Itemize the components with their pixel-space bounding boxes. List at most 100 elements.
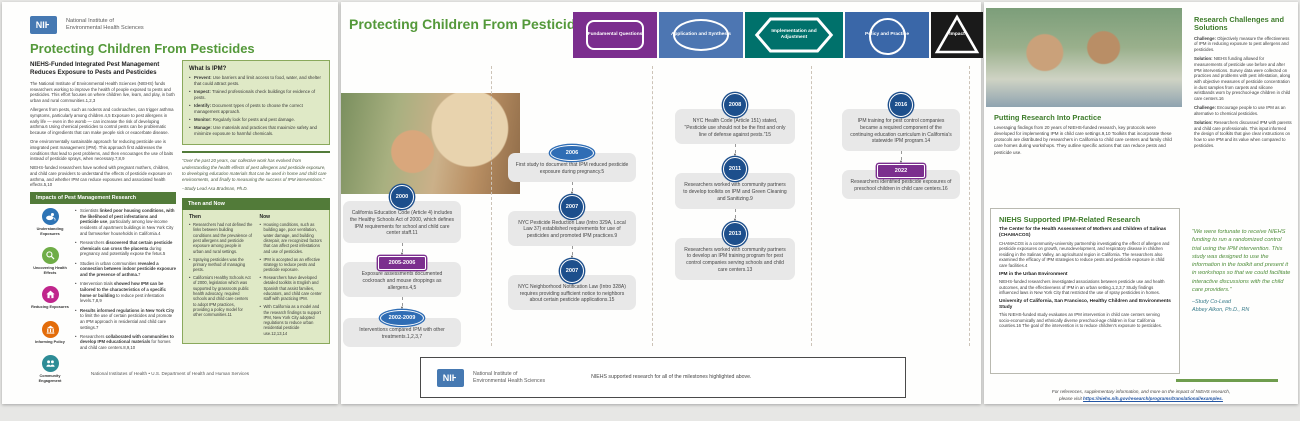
section-text: Leveraging findings from 20 years of NIE… [994,125,1172,155]
year-badge: 2002-2009 [380,310,424,327]
banner-segment-application-synthesis: Application and Synthesis [659,12,743,58]
intro-paragraph: The National Institute of Environmental … [30,81,175,104]
page-title: Protecting Children From Pesticides [30,41,255,56]
triangle-shape [934,14,980,54]
page-footer: National Institutes of Health • U.S. Dep… [90,371,250,376]
people-icon [41,355,59,373]
impact-bullet: Studies in urban communities revealed a … [75,261,176,278]
year-badge: 2005-2006 [378,256,426,270]
timeline-divider [652,66,653,346]
study-heading: IPM in the Urban Environment [999,271,1068,277]
year-badge: 2016 [889,93,913,117]
impact-bullets: Scientists linked poor housing condition… [70,208,176,394]
connector-arrow [343,243,461,256]
ipm-item: Prevent: Use barriers and limit access t… [189,75,323,86]
impact-icons-column: Understanding Exposures Uncovering Healt… [30,208,70,394]
connector-arrow [675,209,795,222]
left-column: NIEHS-Funded Integrated Pest Management … [30,61,176,394]
impact-bullet: Scientists linked poor housing condition… [75,208,176,236]
now-item: IPM is accepted as an effective strategy… [260,257,324,273]
now-item: With California as a model and the resea… [260,304,324,336]
ipm-item: Identify: Document types of pests to cho… [189,103,323,114]
study-co-lead-quote: “We were fortunate to receive NIEHS fund… [1192,228,1292,314]
study-heading: University of California, San Francisco,… [999,298,1171,310]
section-title: NIEHS Supported IPM-Related Research [999,215,1141,224]
then-item: Spraying pesticides was the primary meth… [189,257,253,273]
connector-arrow [508,246,636,259]
org-name: National Institute of Environmental Heal… [66,17,144,31]
impacts-section: Understanding Exposures Uncovering Healt… [30,208,176,394]
middle-page: Protecting Children From Pesticides Fund… [341,2,983,404]
milestone-card: NYC Health Code (Article 151) stated, “P… [675,109,795,145]
timeline-column-4: 2016 IPM training for pest control compa… [842,93,960,199]
niehs-logo: NIH National Institute of Environmental … [30,16,144,34]
ipm-related-research-box: NIEHS Supported IPM-Related Research The… [990,208,1180,374]
references-footer: For references, supplementary informatio… [1051,389,1231,402]
now-column: Now Housing conditions, such as building… [260,214,324,339]
banner-segment-impact: Impact [931,12,983,58]
impact-bullet: Intervention trials showed how IPM can b… [75,281,176,304]
hexagon-shape [754,17,834,53]
research-phase-banner: Fundamental Questions Application and Sy… [573,12,983,58]
ipm-item: Monitor: Regularly look for pests and pe… [189,117,323,123]
intro-paragraph: NIEHS-funded researchers have worked wit… [30,165,172,188]
ipm-item: Manage: Use materials and practices that… [189,125,323,136]
connector-arrow [508,182,636,195]
milestone-card: California Education Code (Article 4) in… [343,201,461,243]
timeline-divider [491,66,492,346]
section-title: Research Challenges and Solutions [1194,15,1284,33]
banner-segment-implementation-adjustment: Implementation and Adjustment [745,12,843,58]
year-badge: 2013 [723,221,747,246]
then-column: Then Researchers had not defined the lin… [189,214,253,339]
then-and-now-box: Then Researchers had not defined the lin… [182,210,330,344]
impact-bullet: Results informed regulations in New York… [75,308,176,331]
references-link[interactable]: https://niehs.nih.gov/research/programs/… [1083,396,1223,402]
impact-bullet: Researchers discovered that certain pest… [75,240,176,257]
children-handwashing-photo [986,8,1182,107]
child-photo [341,93,520,194]
year-badge: 2008 [723,93,747,117]
year-badge: 2000 [390,185,414,209]
now-item: Housing conditions, such as building age… [260,222,324,254]
quote-attribution: –Study Co-Lead Abbey Alkon, Ph.D., RN [1192,299,1250,313]
timeline-divider [969,66,970,346]
org-name: National Institute of Environmental Heal… [473,370,546,384]
rounded-rect-shape [586,20,644,50]
page-title: Protecting Children From Pesticides [349,16,591,32]
study-text: NIEHS-funded researchers investigated as… [999,279,1165,296]
magnifier-icon [41,247,59,265]
connector-arrow [675,144,795,157]
quote-attribution: –Study Lead Asa Bradman, Ph.D. [182,186,248,192]
solution-item: Solution: NIEHS funding allowed for meas… [1194,56,1291,101]
right-column: What Is IPM? Prevent: Use barriers and l… [182,60,330,344]
banner-segment-fundamental-questions: Fundamental Questions [573,12,657,58]
impact-category: Community Engagement [30,355,70,383]
connector-arrow [842,151,960,164]
impact-category: Understanding Exposures [30,208,70,236]
middle-page-footer: NIH National Institute of Environmental … [420,357,906,398]
house-icon [41,286,59,304]
research-challenges-section: Research Challenges and Solutions Challe… [1194,15,1292,152]
ellipse-shape [673,19,729,51]
quote-text: “We were fortunate to receive NIEHS fund… [1192,229,1291,293]
solution-item: Solution: Researchers discussed IPM with… [1194,120,1292,148]
footer-note: NIEHS supported research for all of the … [591,373,752,380]
then-item: California's Healthy Schools Act of 2000… [189,275,253,318]
government-building-icon [41,320,59,338]
year-badge: 2006 [550,145,594,161]
timeline-divider [811,66,812,346]
section-title: Putting Research Into Practice [994,113,1102,122]
timeline-column-2: 2006 First study to document that IPM re… [508,145,636,310]
challenge-item: Challenge: Encourage people to use IPM a… [1194,105,1286,116]
year-badge: 2007 [560,194,584,219]
section-subtitle: NIEHS-Funded Integrated Pest Management … [30,61,160,77]
what-is-ipm-box: What Is IPM? Prevent: Use barriers and l… [182,60,330,146]
challenge-item: Challenge: Objectively measure the effec… [1194,35,1290,52]
nih-logo-icon: NIH [437,368,464,387]
circle-shape [869,18,906,55]
niehs-logo: NIH National Institute of Environmental … [437,368,546,387]
putting-research-into-practice-section: Putting Research Into Practice Leveragin… [994,113,1176,156]
year-badge: 2007 [560,258,584,283]
divider [1176,379,1278,382]
impact-category: Reducing Exposures [30,286,70,310]
